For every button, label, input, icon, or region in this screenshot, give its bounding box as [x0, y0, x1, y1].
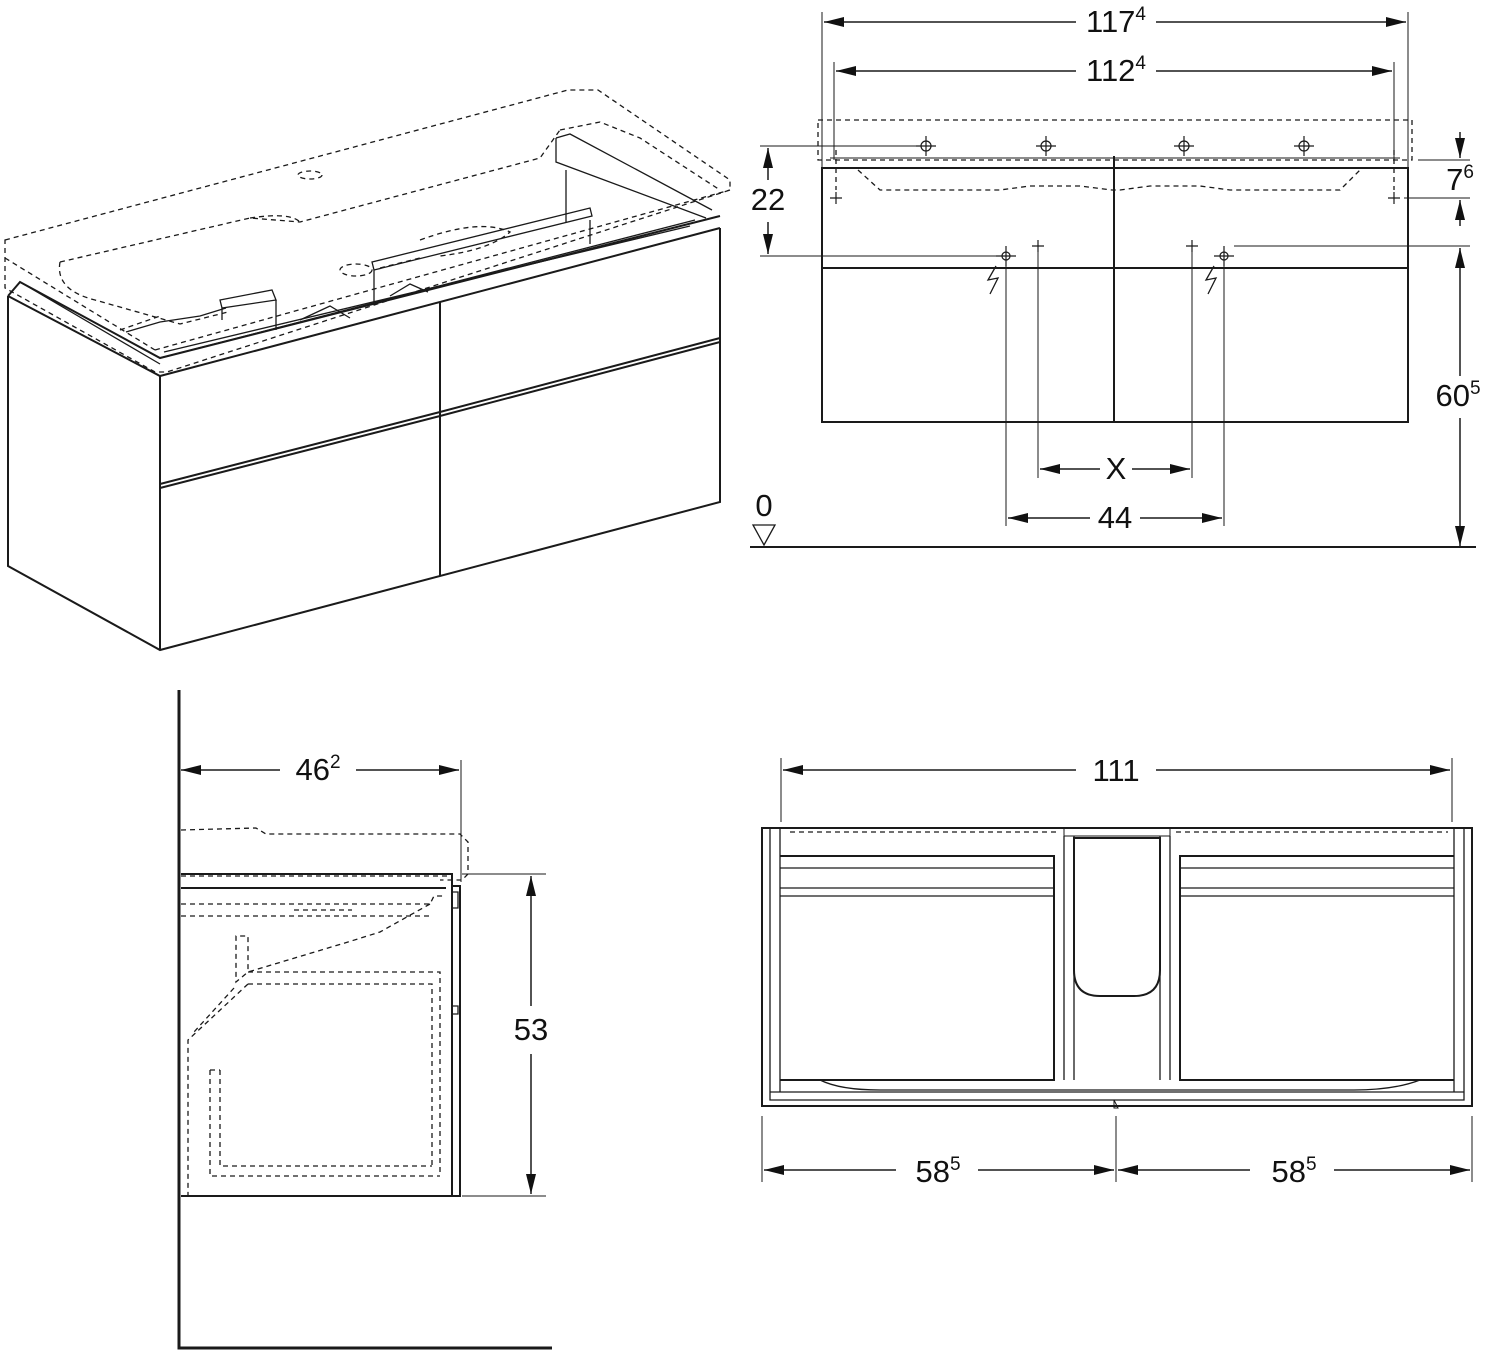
front-dimension-lines [763, 16, 1465, 546]
dim-height-22: 22 [751, 182, 785, 217]
iso-basin-outline [4, 89, 731, 373]
side-wall [177, 690, 552, 1350]
side-dimension-lines [181, 765, 536, 1194]
side-cabinet [181, 873, 461, 1197]
top-dimension-lines [764, 765, 1470, 1175]
front-basin-outline [817, 119, 1413, 191]
isometric-view [4, 89, 731, 652]
dim-depth: 462 [295, 752, 340, 787]
front-view: 1174 1124 22 76 605 X 44 0 [750, 4, 1481, 548]
dim-height-53: 53 [514, 1012, 548, 1047]
dim-left-half: 585 [915, 1154, 960, 1189]
top-cabinet [761, 827, 1473, 1109]
top-extension-lines [761, 758, 1473, 1182]
side-extension-lines [460, 760, 546, 1197]
dim-width-44: 44 [1098, 500, 1132, 535]
dim-fixing-width: 1124 [1086, 53, 1146, 88]
dim-x: X [1106, 451, 1127, 486]
dim-overall-width: 1174 [1086, 4, 1146, 39]
dim-height-60-5: 605 [1435, 378, 1480, 413]
iso-cabinet [7, 133, 721, 652]
dim-right-half: 585 [1271, 1154, 1316, 1189]
floor-zero-label: 0 [755, 488, 772, 523]
front-floor-line [750, 524, 1476, 548]
front-cabinet [821, 156, 1409, 423]
front-fixing-markers [830, 136, 1400, 295]
side-view: 462 53 [177, 690, 552, 1350]
front-extension-lines [760, 12, 1470, 526]
dim-top-width: 111 [1092, 753, 1139, 788]
side-basin-outline [180, 827, 469, 881]
top-view: 111 585 585 [761, 753, 1473, 1189]
dim-height-7-6: 76 [1446, 162, 1474, 197]
